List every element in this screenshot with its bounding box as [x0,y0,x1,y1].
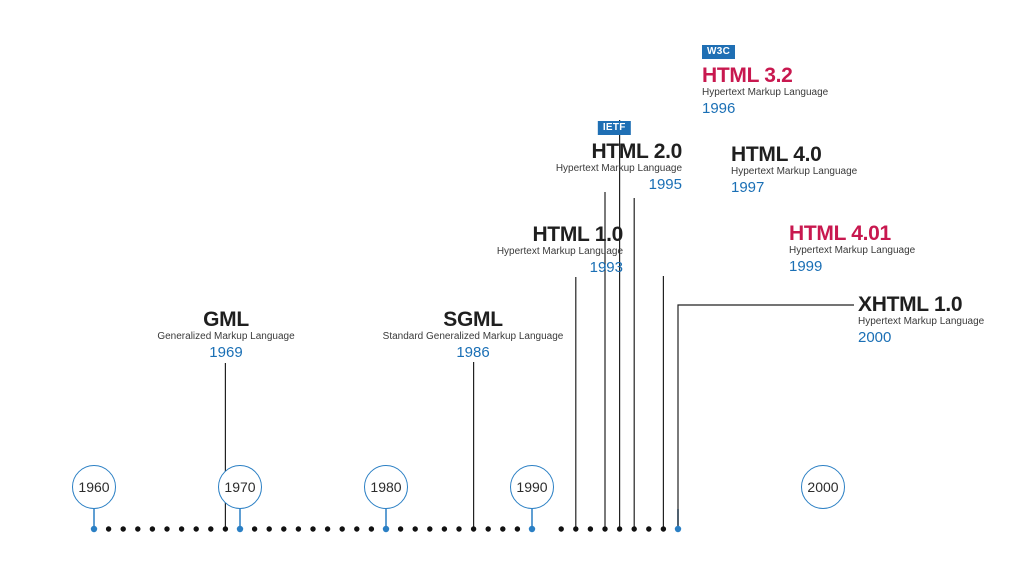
timeline-dot [514,526,521,532]
timeline-dot [470,526,477,532]
timeline-dot [105,526,112,532]
decade-circle-1960: 1960 [72,465,116,509]
event-title: HTML 2.0 [591,140,682,163]
timeline-dot [236,525,244,533]
event-sgml: SGML Standard Generalized Markup Languag… [383,309,564,360]
xhtml-elbow-line [677,304,854,452]
timeline-dot [324,526,331,532]
timeline-dot [397,526,404,532]
event-title: HTML 4.01 [789,222,891,245]
event-subtitle: Hypertext Markup Language [702,87,829,98]
event-title: HTML 1.0 [532,223,623,246]
timeline-dot [485,526,491,532]
event-year: 2000 [858,329,892,346]
event-year: 1995 [648,176,682,193]
event-html401: HTML 4.01 Hypertext Markup Language 1999 [789,223,915,274]
event-year: 1993 [589,259,623,276]
timeline-dot [208,526,214,532]
timeline-dot [193,526,199,532]
decade-circle-1990: 1990 [510,465,554,509]
event-year: 1969 [209,344,243,361]
timeline-dot [674,525,682,533]
decade-circle-1980: 1980 [364,465,408,509]
timeline-dot [178,526,185,532]
decade-circle-1970: 1970 [218,465,262,509]
timeline-dot [500,526,506,532]
timeline-dot [382,525,390,533]
event-subtitle: Hypertext Markup Language [731,166,858,177]
event-year: 1999 [789,258,823,275]
event-subtitle: Hypertext Markup Language [496,246,623,257]
event-title: HTML 4.0 [731,143,822,166]
event-html40: HTML 4.0 Hypertext Markup Language 1997 [731,144,857,195]
timeline-dot [295,526,302,532]
event-html20: IETF HTML 2.0 Hypertext Markup Language … [556,118,682,192]
timeline-dot [646,526,652,532]
event-year: 1997 [731,179,765,196]
timeline-dot [528,525,536,533]
timeline-dot [164,526,170,532]
timeline-dot [354,526,360,532]
event-xhtml10: XHTML 1.0 Hypertext Markup Language 2000 [858,294,984,345]
timeline-dot [149,526,156,532]
event-gml: GML Generalized Markup Language 1969 [157,309,294,360]
event-html10: HTML 1.0 Hypertext Markup Language 1993 [497,224,623,275]
event-year: 1986 [456,344,490,361]
event-subtitle: Hypertext Markup Language [858,316,985,327]
ietf-badge: IETF [597,121,631,135]
timeline-dot [602,526,608,532]
timeline-dot [266,526,272,532]
event-year: 1996 [702,100,736,117]
event-title: HTML 3.2 [702,64,793,87]
timeline-dot [441,526,448,532]
w3c-badge: W3C [702,45,736,59]
timeline-dot [368,526,375,532]
event-subtitle: Generalized Markup Language [157,331,295,342]
timeline-dot [135,526,141,532]
event-title: GML [203,308,249,331]
timeline-dot [310,526,316,532]
timeline-dot [427,526,433,532]
timeline-dot [412,526,418,532]
timeline-dot [558,526,564,532]
decade-circle-2000: 2000 [801,465,845,509]
timeline-dot [251,526,258,532]
timeline-dot [587,526,594,532]
timeline-dot [120,526,126,532]
timeline-dot [222,526,229,532]
event-subtitle: Hypertext Markup Language [789,245,916,256]
timeline-dot [660,526,667,532]
timeline-dot [90,525,98,533]
timeline-dot [631,526,637,532]
event-title: XHTML 1.0 [858,293,963,316]
timeline-dot [573,526,579,532]
timeline-dot [281,526,287,532]
event-subtitle: Hypertext Markup Language [555,163,682,174]
timeline-dot [456,526,462,532]
event-title: SGML [443,308,503,331]
event-html32: W3C HTML 3.2 Hypertext Markup Language 1… [702,42,828,116]
event-subtitle: Standard Generalized Markup Language [382,331,564,342]
timeline-dot [339,526,345,532]
timeline-dot [616,526,623,532]
